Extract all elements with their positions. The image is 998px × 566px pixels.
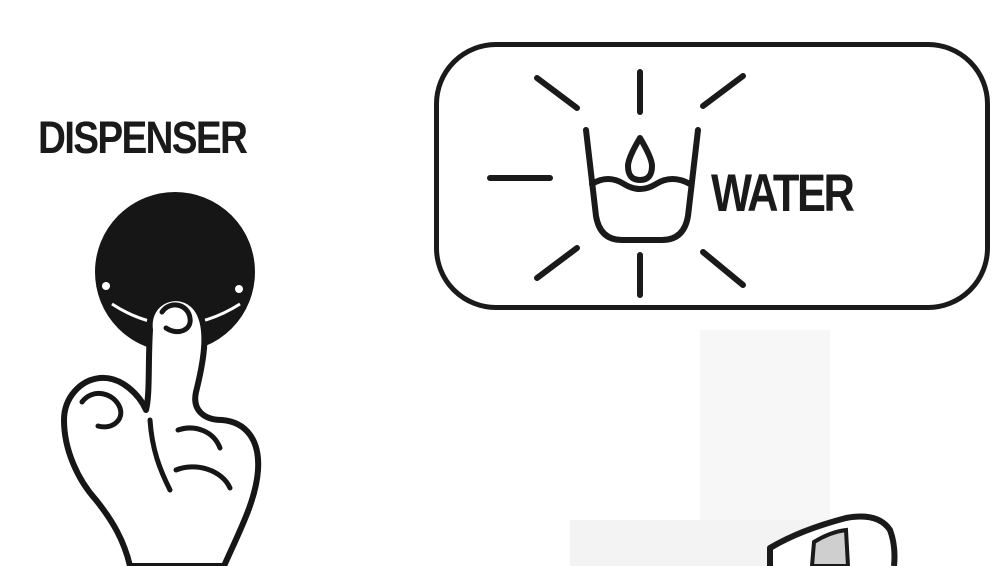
dispenser-lever-partial bbox=[0, 0, 998, 566]
